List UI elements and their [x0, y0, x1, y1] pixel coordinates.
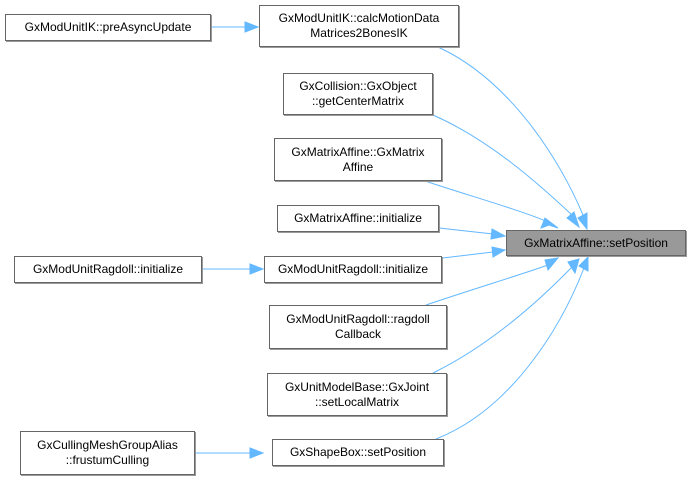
edge-ShapeBoxSetPosition-to-setPosition: [435, 267, 585, 440]
arrowhead: [578, 255, 589, 272]
node-GxModUnitIK-preAsyncUpdate[interactable]: GxModUnitIK::preAsyncUpdate: [5, 14, 211, 41]
node-GxCullingMeshGroupAlias-frustumCulling[interactable]: GxCullingMeshGroupAlias ::frustumCulling: [20, 431, 195, 475]
node-GxUnitModelBase-GxJoint-setLocalMatrix[interactable]: GxUnitModelBase::GxJoint ::setLocalMatri…: [267, 373, 447, 416]
arrowhead: [577, 212, 588, 231]
node-GxModUnitRagdoll-ragdollCallback[interactable]: GxModUnitRagdoll::ragdoll Callback: [269, 305, 447, 349]
arrowhead: [249, 263, 265, 275]
node-GxModUnitRagdoll-initialize-caller[interactable]: GxModUnitRagdoll::initialize: [14, 256, 202, 283]
arrowhead: [249, 447, 265, 459]
edge-ragdollCallback-to-setPosition: [425, 264, 549, 306]
node-GxShapeBox-setPosition[interactable]: GxShapeBox::setPosition: [272, 439, 444, 466]
arrowhead: [567, 258, 580, 275]
node-GxMatrixAffine-setPosition: GxMatrixAffine::setPosition: [506, 230, 686, 256]
edge-GxMatrixAffineCtor-to-setPosition: [424, 180, 549, 223]
node-GxMatrixAffine-initialize[interactable]: GxMatrixAffine::initialize: [277, 205, 439, 232]
arrowhead: [544, 257, 560, 272]
node-GxModUnitRagdoll-initialize[interactable]: GxModUnitRagdoll::initialize: [264, 256, 442, 283]
arrowhead: [540, 217, 559, 229]
arrowhead: [244, 21, 260, 33]
node-GxModUnitIK-calcMotionDataMatrices2BonesIK[interactable]: GxModUnitIK::calcMotionData Matrices2Bon…: [259, 5, 459, 47]
edge-setLocalMatrix-to-setPosition: [432, 265, 574, 374]
edge-calcMotionData-to-setPosition: [437, 46, 584, 216]
node-GxCollision-GxObject-getCenterMatrix[interactable]: GxCollision::GxObject ::getCenterMatrix: [283, 73, 433, 115]
edge-initialize-to-setPosition: [438, 227, 494, 235]
arrowhead: [566, 211, 580, 229]
arrowhead: [491, 246, 507, 258]
node-GxMatrixAffine-GxMatrixAffine[interactable]: GxMatrixAffine::GxMatrix Affine: [274, 138, 442, 181]
edge-getCenterMatrix-to-setPosition: [432, 114, 573, 216]
arrowhead: [490, 228, 507, 240]
